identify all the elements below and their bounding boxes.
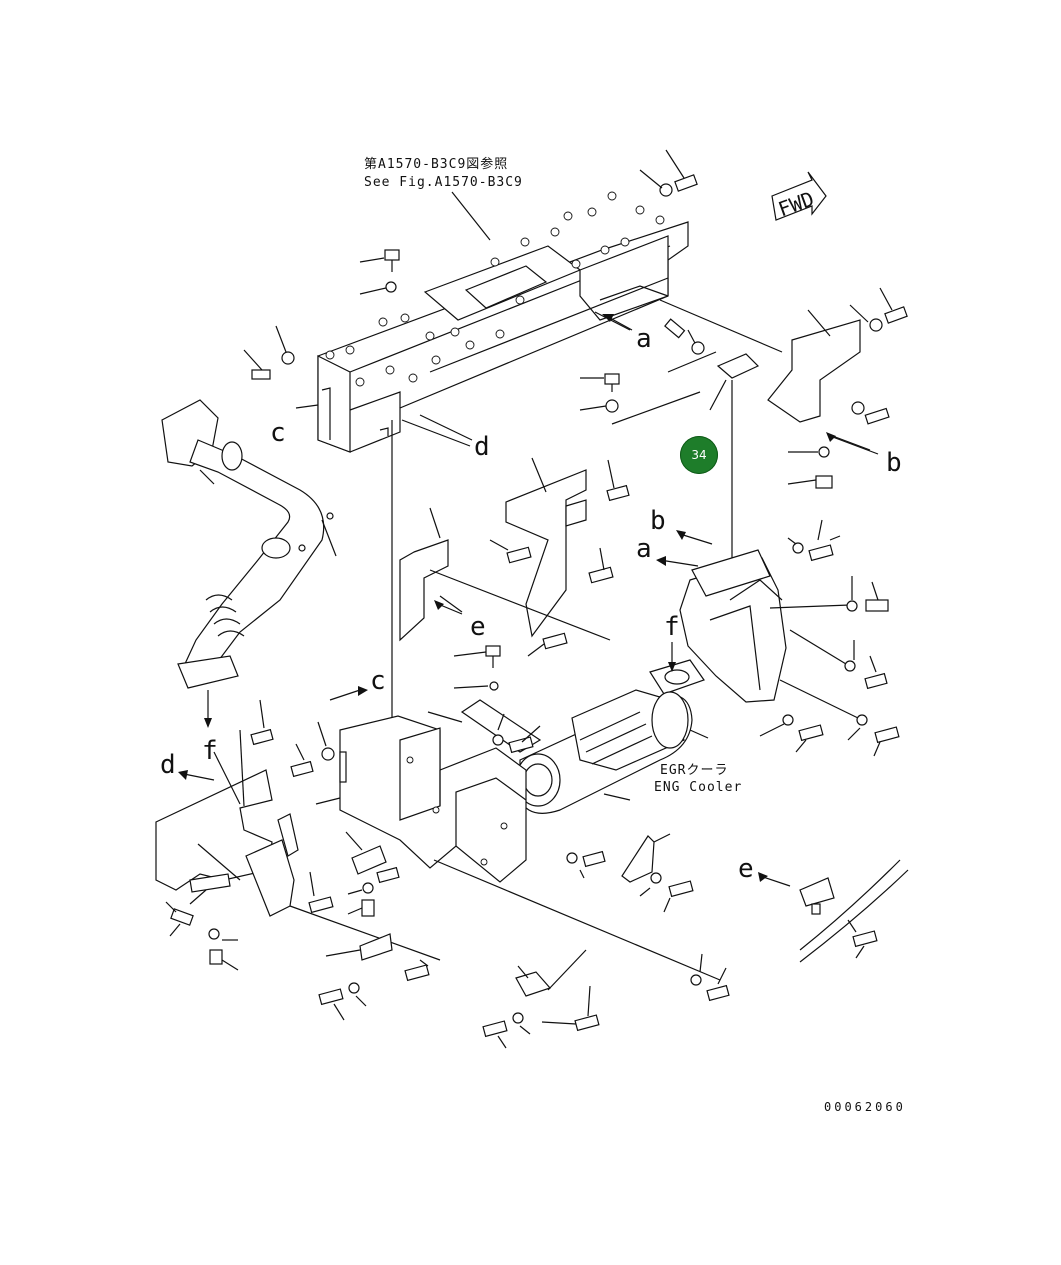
- marker-arrows: [178, 314, 879, 781]
- drawing-code: 00062060: [824, 1100, 906, 1114]
- left-lower-plate: [155, 699, 441, 971]
- reference-line-1: 第A1570-B3C9図参照: [364, 157, 509, 172]
- right-lower-parts: [566, 833, 909, 1002]
- marker-c-top: c: [270, 418, 286, 448]
- mid-bolts: [579, 373, 701, 425]
- marker-a-mid: a: [636, 534, 652, 564]
- top-frame-assembly: [317, 191, 689, 453]
- marker-d-top: d: [474, 432, 490, 462]
- center-bracket-upper: [489, 457, 630, 657]
- marker-f-mid: f: [664, 612, 680, 642]
- egr-cover: [656, 519, 900, 757]
- lower-center-bracket: [315, 645, 721, 981]
- lower-clamps: [318, 831, 600, 1049]
- egr-cooler: [515, 689, 709, 814]
- top-bolts: [359, 149, 698, 295]
- leader-lines: [391, 191, 783, 742]
- egr-cooler-label-2: ENG Cooler: [654, 780, 743, 795]
- callout-badge[interactable]: 34: [680, 436, 718, 474]
- gasket: [649, 642, 705, 695]
- marker-c-low: c: [370, 666, 386, 696]
- center-bracket-left: [399, 507, 611, 642]
- egr-cooler-label-1: EGRクーラ: [660, 763, 729, 778]
- marker-b-mid: b: [650, 506, 666, 536]
- marker-b-right: b: [886, 448, 902, 478]
- left-upper-bolts: [243, 325, 319, 409]
- marker-f-left: f: [202, 736, 218, 766]
- right-upper-bracket: [664, 287, 908, 489]
- marker-e-mid: e: [470, 612, 486, 642]
- exhaust-pipe: [161, 399, 337, 728]
- marker-a-top: a: [636, 324, 652, 354]
- marker-e-right: e: [738, 854, 754, 884]
- fwd-arrow: [771, 171, 827, 221]
- reference-line-2: See Fig.A1570-B3C9: [364, 175, 523, 190]
- marker-d-left: d: [160, 750, 176, 780]
